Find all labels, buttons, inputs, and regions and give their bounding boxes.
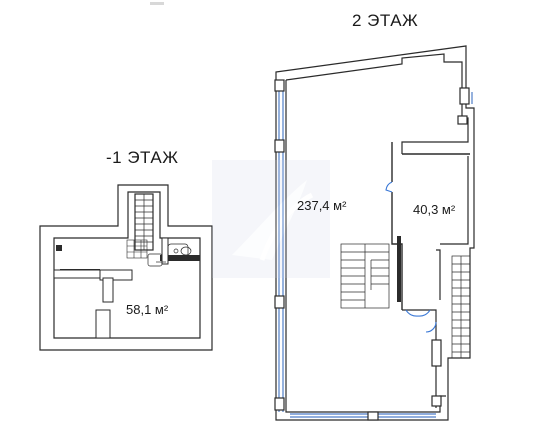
wall-piers	[274, 79, 470, 421]
second-floor-plan	[275, 45, 475, 421]
corridor-wall	[402, 309, 437, 408]
basement-room-area: 58,1 м²	[126, 302, 169, 317]
watermark-logo	[212, 160, 330, 278]
top-edge-mark	[150, 2, 164, 5]
second-floor-inner-south	[285, 80, 446, 413]
basement-stair-steps	[135, 194, 153, 250]
second-floor-doors	[385, 181, 437, 333]
basement-stair-landing	[126, 239, 148, 259]
basement-floor-title: -1 ЭТАЖ	[106, 148, 179, 167]
basement-bathroom-fixtures	[147, 243, 192, 267]
second-floor-outer-wall	[275, 45, 475, 421]
office-area: 40,3 м²	[413, 202, 456, 217]
hall-area: 237,4 м²	[297, 198, 347, 213]
door-corridor	[405, 309, 431, 317]
basement-inner-partitions	[53, 237, 169, 339]
main-staircase	[340, 243, 390, 309]
corridor-wall-2	[436, 249, 441, 300]
basement-plan	[39, 184, 213, 351]
second-floor-title: 2 ЭТАЖ	[352, 11, 419, 30]
exterior-staircase	[451, 255, 471, 359]
second-floor-inner-wall	[285, 53, 469, 245]
basement-outer-wall	[39, 184, 213, 351]
basement-inner-wall	[53, 191, 201, 339]
office-partition	[391, 142, 470, 310]
door-office-top	[385, 181, 393, 193]
door-corridor-2	[425, 321, 437, 333]
